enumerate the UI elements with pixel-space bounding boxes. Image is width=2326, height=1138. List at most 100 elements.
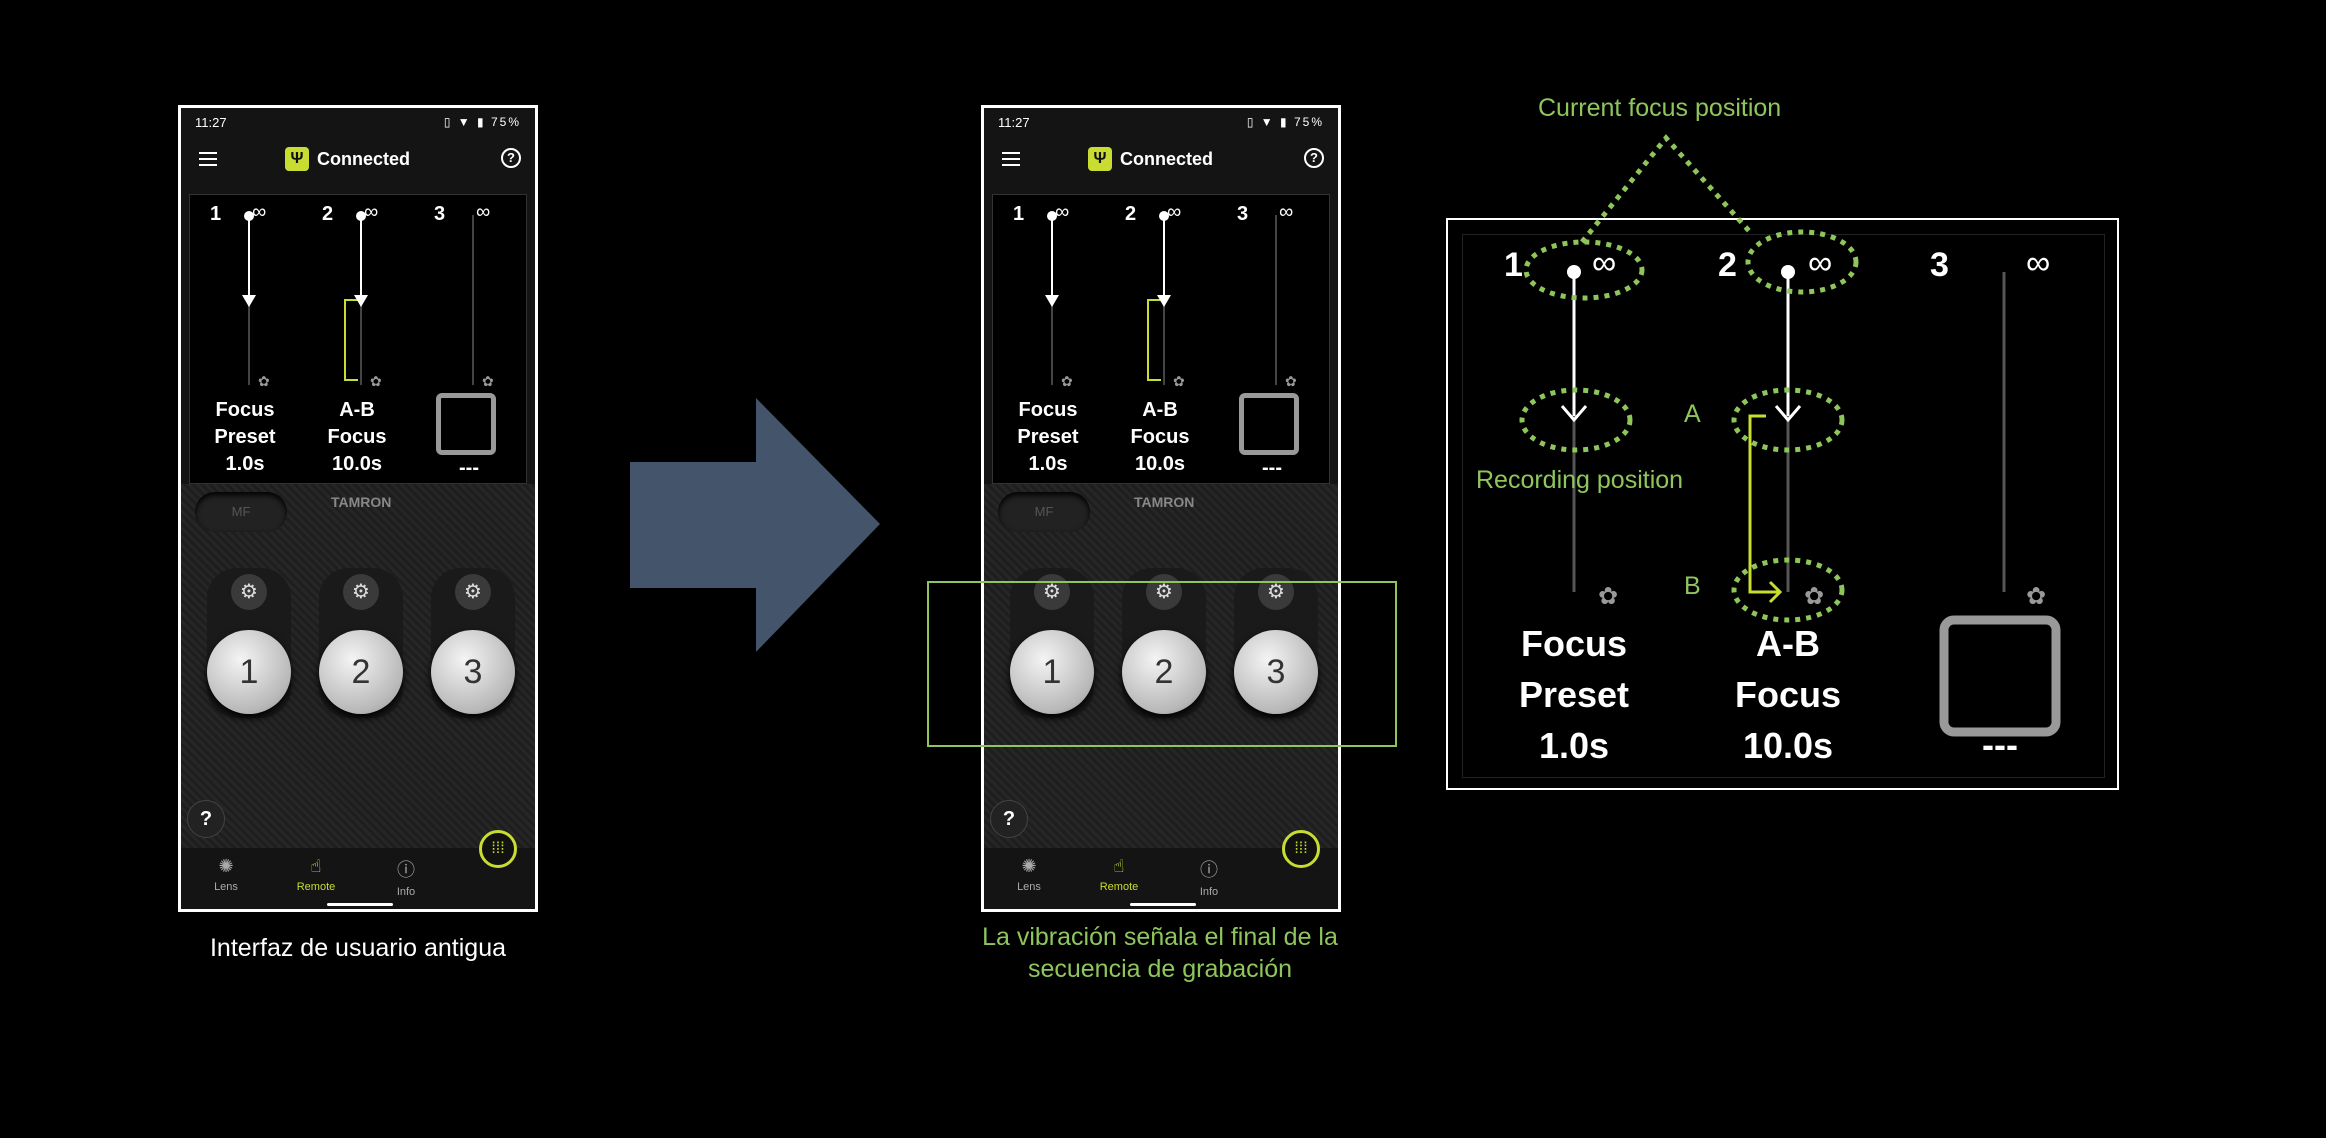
nav-info[interactable]: ⓘ Info (366, 856, 446, 898)
help-icon[interactable]: ? (501, 148, 521, 168)
ab-path (1147, 299, 1161, 381)
slot-number: 3 (434, 203, 446, 225)
menu-icon[interactable] (199, 152, 217, 166)
preset-button-3[interactable]: 3 (1234, 630, 1318, 714)
mf-toggle[interactable]: MF (998, 492, 1090, 532)
app-bar: Ψ Connected ? (181, 136, 535, 182)
button-column-1: ⚙ 1 (207, 568, 291, 718)
lens-brand: TAMRON (1134, 494, 1195, 510)
focus-arrow (1051, 215, 1053, 305)
gear-icon[interactable]: ⚙ (231, 574, 267, 610)
battery-level: 75% (490, 115, 521, 129)
preset-label: --- (459, 457, 479, 479)
slot-number: 2 (1125, 203, 1137, 225)
aperture-icon: ✺ (218, 856, 234, 876)
infinity-icon: ∞ (2026, 244, 2051, 282)
current-focus-dot (356, 211, 366, 221)
infinity-icon: ∞ (1279, 201, 1294, 223)
macro-icon: ✿ (258, 373, 270, 389)
preset-button-1[interactable]: 1 (1010, 630, 1094, 714)
preset-slot-3[interactable]: 3 ∞ ✿ --- (414, 195, 524, 485)
preset-button-3[interactable]: 3 (431, 630, 515, 714)
aperture-icon: ✺ (1021, 856, 1037, 876)
help-button[interactable]: ? (990, 800, 1028, 838)
focus-track (1275, 215, 1277, 385)
button-column-3: ⚙ 3 (1234, 568, 1318, 718)
touch-icon: ☝ (310, 856, 322, 876)
infinity-icon: ∞ (364, 201, 379, 223)
nav-remote[interactable]: ☝ Remote (1079, 856, 1159, 893)
status-bar: 11:27 ▯ ▼ ▮ 75% (181, 108, 535, 136)
lens-brand: TAMRON (331, 494, 392, 510)
grid-icon[interactable]: ⁞⁞⁞ (479, 830, 517, 868)
caption-vibration: La vibración señala el final de la secue… (982, 923, 1338, 983)
label-b: B (1684, 572, 1701, 600)
battery-icon: ▮ (477, 115, 486, 129)
connection-label: Connected (317, 148, 411, 169)
focus-track (472, 215, 474, 385)
focus-arrow-head (242, 295, 256, 307)
gear-icon[interactable]: ⚙ (455, 574, 491, 610)
slot-number: 1 (210, 203, 222, 225)
bottom-nav: ✺ Lens ☝ Remote ⓘ Info (181, 848, 535, 909)
button-highlight-box (927, 581, 1397, 747)
button-column-3: ⚙ 3 (431, 568, 515, 718)
gear-icon[interactable]: ⚙ (1034, 574, 1070, 610)
menu-icon[interactable] (1002, 152, 1020, 166)
focus-arrow (248, 215, 250, 305)
preset-button-2[interactable]: 2 (1122, 630, 1206, 714)
empty-slot-icon (1939, 615, 2061, 737)
preset-slot-3[interactable]: 3 ∞ ✿ --- (1217, 195, 1327, 485)
zoom-slot-number-3: 3 (1930, 246, 1949, 284)
macro-icon: ✿ (1598, 582, 1618, 610)
button-column-2: ⚙ 2 (319, 568, 403, 718)
transition-arrow-icon (630, 398, 880, 652)
nav-info[interactable]: ⓘ Info (1169, 856, 1249, 898)
mf-toggle[interactable]: MF (195, 492, 287, 532)
zoom-slot-number-2: 2 (1718, 246, 1737, 284)
info-icon: ⓘ (1200, 860, 1218, 880)
infinity-icon: ∞ (476, 201, 491, 223)
current-focus-dot (1159, 211, 1169, 221)
focus-arrow-head (354, 295, 368, 307)
touch-icon: ☝ (1113, 856, 1125, 876)
empty-slot-icon (436, 393, 496, 455)
nav-lens[interactable]: ✺ Lens (989, 856, 1069, 893)
current-focus-label: Current focus position (1538, 94, 1782, 122)
gear-icon[interactable]: ⚙ (1146, 574, 1182, 610)
focus-arrow (1163, 215, 1165, 305)
status-time: 11:27 (998, 115, 1030, 130)
preset-button-2[interactable]: 2 (319, 630, 403, 714)
gear-icon[interactable]: ⚙ (1258, 574, 1294, 610)
gear-icon[interactable]: ⚙ (343, 574, 379, 610)
nav-lens[interactable]: ✺ Lens (186, 856, 266, 893)
grid-icon[interactable]: ⁞⁞⁞ (1282, 830, 1320, 868)
infinity-icon: ∞ (1592, 244, 1617, 282)
macro-icon: ✿ (1061, 373, 1073, 389)
help-button[interactable]: ? (187, 800, 225, 838)
preset-button-1[interactable]: 1 (207, 630, 291, 714)
phone-old-ui: 11:27 ▯ ▼ ▮ 75% Ψ Connected ? 1 ∞ ✿ Focu… (178, 105, 538, 912)
infinity-icon: ∞ (1167, 201, 1182, 223)
wifi-icon: ▼ (457, 115, 472, 129)
macro-icon: ✿ (2026, 582, 2046, 610)
ab-path (344, 299, 358, 381)
nav-remote[interactable]: ☝ Remote (276, 856, 356, 893)
macro-icon: ✿ (1804, 582, 1824, 610)
vibrate-icon: ▯ (443, 115, 453, 129)
focus-arrow-head (1045, 295, 1059, 307)
help-icon[interactable]: ? (1304, 148, 1324, 168)
connection-status: Ψ Connected (1088, 147, 1213, 171)
